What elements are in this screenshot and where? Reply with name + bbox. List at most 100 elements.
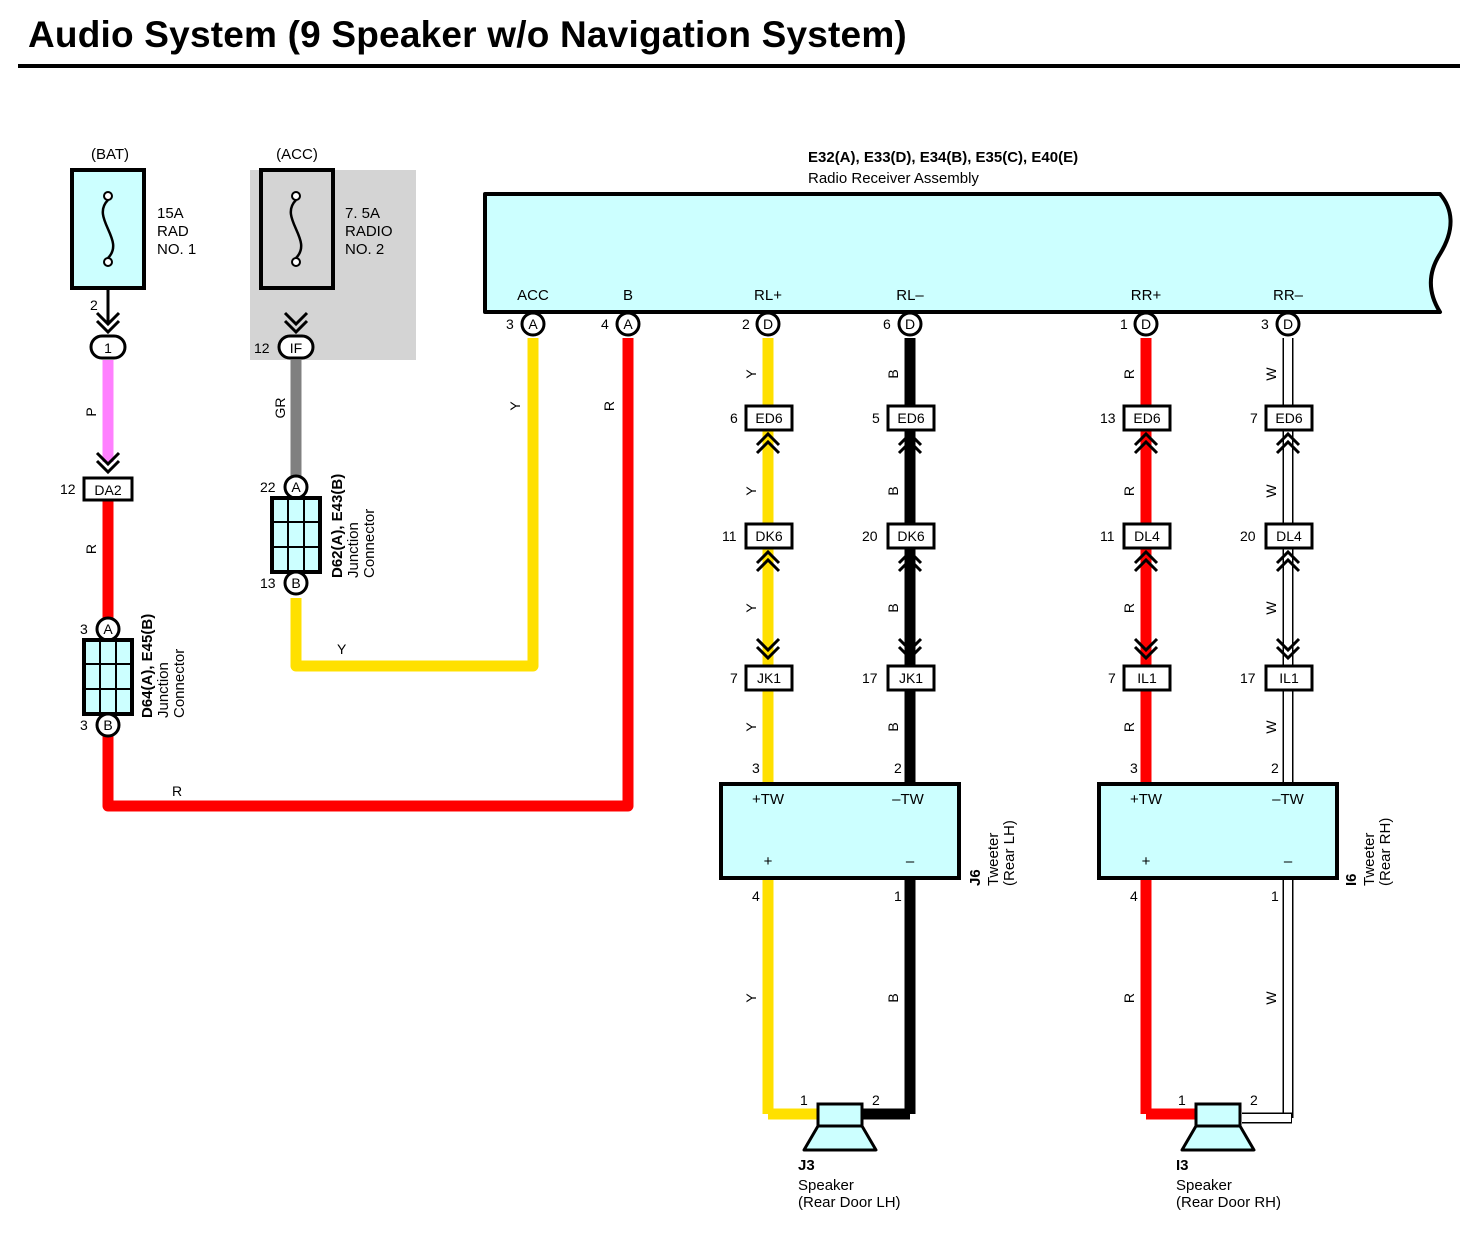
i3-code: I3 [1176, 1157, 1189, 1174]
i3-line1: Speaker [1176, 1177, 1232, 1194]
wire-label-r: R [83, 544, 99, 554]
svg-text:ED6: ED6 [897, 410, 924, 426]
svg-text:4: 4 [601, 316, 609, 332]
radio-term-b: B [623, 287, 633, 304]
tweeter-j6 [719, 782, 961, 880]
svg-text:R: R [1121, 993, 1137, 1003]
j6-in-minus: –TW [892, 791, 925, 808]
fuse-bat-name1: RAD [157, 223, 189, 240]
wire-label-y: Y [337, 641, 347, 657]
i6-pin-out-minus: 1 [1271, 888, 1279, 904]
svg-text:DL4: DL4 [1134, 528, 1160, 544]
j6-out-minus: – [906, 853, 915, 870]
connector-dk6-rl-plus: DK6 11 [722, 522, 794, 573]
speaker-icon [1180, 1102, 1256, 1152]
i3-line2: (Rear Door RH) [1176, 1194, 1281, 1211]
j6-line1: Tweeter [985, 833, 1002, 886]
i6-pin-in-minus: 2 [1271, 760, 1279, 776]
connector-ed6-rl-plus: ED6 6 [730, 404, 794, 455]
fuse-acc-terminal [277, 334, 315, 360]
j3-code: J3 [798, 1157, 815, 1174]
svg-text:B: B [885, 603, 901, 612]
radio-pin-rl-plus: D 2 [742, 311, 781, 337]
j6-out-plus: + [764, 853, 773, 870]
connector-da2-label: DA2 [94, 482, 121, 498]
connector-ed6-rr-minus: ED6 7 [1250, 404, 1314, 455]
connector-jk1-rl-plus: JK1 7 [730, 637, 794, 692]
svg-text:JK1: JK1 [757, 670, 781, 686]
connector-dk6-rl-minus: DK6 20 [862, 522, 936, 573]
wire-y-acc [290, 338, 539, 672]
i6-line1: Tweeter [1361, 833, 1378, 886]
svg-text:IL1: IL1 [1279, 670, 1299, 686]
j6-code: J6 [967, 869, 984, 886]
column-wire-labels: Y Y Y Y Y B B B B B R R R R R W W W W W [743, 367, 1279, 1005]
d62-line2: Connector [361, 509, 378, 578]
junction-connector-d64 [82, 638, 134, 716]
wire-label-p: P [83, 407, 99, 416]
wire-r-bottom [102, 338, 634, 812]
svg-text:ED6: ED6 [1275, 410, 1302, 426]
page-title: Audio System (9 Speaker w/o Navigation S… [28, 14, 907, 55]
title-rule [18, 64, 1460, 68]
fuse-acc-terminal-label: IF [290, 340, 302, 356]
d64-line1: Junction [155, 662, 172, 718]
svg-text:20: 20 [862, 528, 878, 544]
svg-text:DK6: DK6 [897, 528, 924, 544]
svg-text:ED6: ED6 [1133, 410, 1160, 426]
svg-text:W: W [1263, 484, 1279, 498]
radio-name: Radio Receiver Assembly [808, 170, 979, 187]
i6-in-plus: +TW [1130, 791, 1163, 808]
junction-connector-d62 [270, 496, 322, 574]
svg-text:D: D [1283, 316, 1293, 332]
fuse-bat-terminal-label: 1 [104, 340, 112, 356]
svg-text:Y: Y [743, 993, 759, 1003]
i6-in-minus: –TW [1272, 791, 1305, 808]
j3-line2: (Rear Door LH) [798, 1194, 901, 1211]
svg-text:R: R [1121, 369, 1137, 379]
d62-pin-b: 13 [260, 575, 276, 591]
svg-text:Y: Y [743, 486, 759, 496]
j6-line2: (Rear LH) [1001, 820, 1018, 886]
radio-codes: E32(A), E33(D), E34(B), E35(C), E40(E) [808, 149, 1078, 166]
svg-text:3: 3 [506, 316, 514, 332]
svg-text:7: 7 [1108, 670, 1116, 686]
d62-letter-b: B [291, 575, 300, 591]
j6-pin-in-plus: 3 [752, 760, 760, 776]
svg-text:5: 5 [872, 410, 880, 426]
d62-line1: Junction [345, 522, 362, 578]
fuse-bat-source: (BAT) [91, 146, 129, 163]
connector-da2 [82, 476, 134, 502]
svg-text:W: W [1263, 991, 1279, 1005]
j6-in-plus: +TW [752, 791, 785, 808]
i6-pin-out-plus: 4 [1130, 888, 1138, 904]
d64-letter-b: B [103, 717, 112, 733]
d62-code: D62(A), E43(B) [329, 474, 346, 578]
wire-label-r: R [172, 783, 182, 799]
j3-pin2: 2 [872, 1092, 880, 1108]
svg-text:IL1: IL1 [1137, 670, 1157, 686]
radio-term-rl-minus: RL– [896, 287, 924, 304]
svg-text:20: 20 [1240, 528, 1256, 544]
d64-letter-a: A [103, 621, 113, 637]
svg-text:17: 17 [862, 670, 878, 686]
svg-text:ED6: ED6 [755, 410, 782, 426]
j6-pin-out-minus: 1 [894, 888, 902, 904]
j3-line1: Speaker [798, 1177, 854, 1194]
j6-pin-in-minus: 2 [894, 760, 902, 776]
j3-pin1: 1 [800, 1092, 808, 1108]
svg-text:D: D [905, 316, 915, 332]
fuse-bat-name2: NO. 1 [157, 241, 196, 258]
svg-text:6: 6 [883, 316, 891, 332]
svg-text:11: 11 [1100, 528, 1115, 544]
connector-ed6-rr-plus: ED6 13 [1100, 404, 1172, 455]
svg-text:11: 11 [722, 528, 737, 544]
radio-term-acc: ACC [517, 287, 549, 304]
svg-text:W: W [1263, 601, 1279, 615]
radio-term-rl-plus: RL+ [754, 287, 782, 304]
fuse-bat-terminal [89, 334, 127, 360]
fuse-bat-pin: 2 [90, 297, 98, 313]
connector-jk1-rl-minus: JK1 17 [862, 637, 936, 692]
fuse-icon [101, 191, 115, 267]
d64-pin-a: 3 [80, 621, 88, 637]
